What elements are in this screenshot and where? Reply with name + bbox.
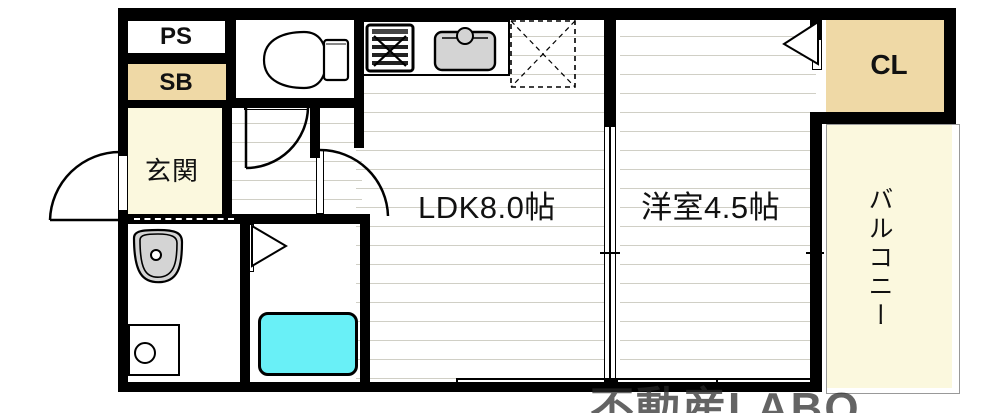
wall-right-outer-upper — [944, 8, 956, 124]
door-hall-swing — [319, 148, 390, 217]
bathtub-icon — [258, 312, 358, 376]
wall-ldk-washitsu-upper — [604, 8, 616, 126]
wall-ldk-left — [354, 108, 364, 148]
box-cl-label: CL — [870, 49, 908, 80]
wall-bathblock-right — [360, 214, 370, 392]
door-entrance-swing — [48, 150, 121, 222]
box-ps-label: PS — [159, 23, 192, 50]
wall-toilet-right — [354, 18, 364, 108]
sliding-handle-mark — [600, 252, 620, 254]
door-toilet-swing — [244, 107, 310, 170]
label-genkan: 玄関 — [145, 156, 200, 186]
box-sb-label: SB — [159, 69, 193, 96]
toilet-icon — [262, 30, 350, 90]
wall-sb-bottom — [124, 100, 234, 108]
door-bathroom-folding — [251, 224, 288, 268]
box-cl: CL — [826, 18, 952, 112]
wash-basin-icon — [132, 228, 184, 284]
label-ldk: LDK8.0帖 — [418, 190, 556, 225]
genkan-step-line — [134, 218, 234, 220]
wall-ps-left — [118, 18, 126, 62]
label-balcony: バルコニー — [865, 186, 893, 331]
box-sb: SB — [124, 62, 228, 104]
wall-bottom-main — [360, 382, 610, 392]
wall-genkan-right — [222, 104, 232, 216]
label-washitsu: 洋室4.5帖 — [641, 190, 781, 225]
room-balcony — [826, 124, 952, 388]
wall-left-genkan-upper — [118, 56, 128, 156]
wall-washitsu-right-mid — [810, 112, 822, 342]
refrigerator-space-icon — [510, 20, 576, 88]
kitchen-sink-icon — [433, 27, 497, 72]
gas-stove-icon — [365, 23, 415, 73]
wall-cl-bottom — [810, 112, 956, 124]
balcony-outer-edge — [826, 124, 960, 394]
door-closet-folding — [782, 20, 819, 66]
wall-top-washblock — [118, 214, 368, 224]
box-ps: PS — [124, 18, 228, 56]
wall-toilet-left — [228, 18, 236, 108]
room-genkan — [124, 104, 228, 218]
wall-top-outer — [118, 8, 954, 20]
wall-ps-bottom — [124, 56, 234, 64]
watermark: 不動産LABO — [590, 384, 861, 413]
wall-toilet-bottom — [228, 98, 364, 108]
wall-wash-bath-divider — [240, 222, 250, 392]
washing-machine-drain-icon — [134, 342, 156, 364]
wall-left-washroom — [118, 222, 128, 392]
